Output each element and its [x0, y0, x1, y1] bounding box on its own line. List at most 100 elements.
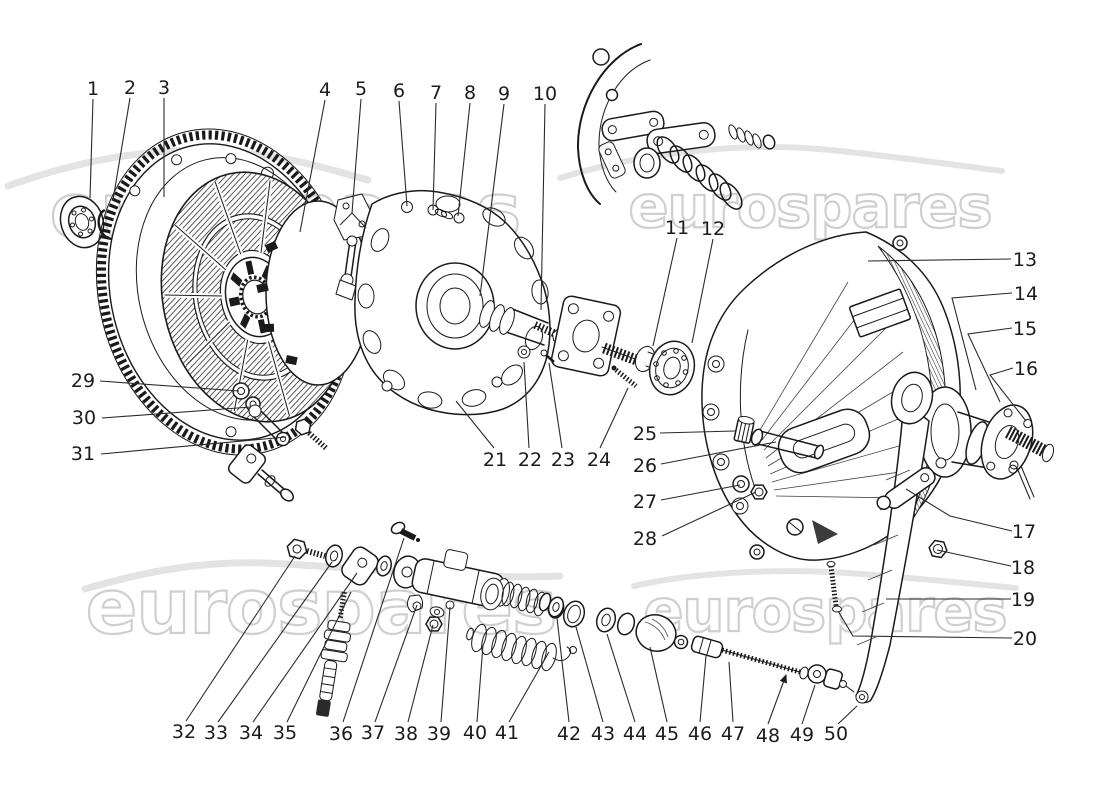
- callout-22: 22: [518, 361, 542, 471]
- callout-12: 12: [691, 218, 725, 344]
- callout-21: 21: [455, 400, 507, 471]
- callout-50: 50: [824, 705, 858, 745]
- input-shaft-stub: [479, 300, 567, 346]
- callout-27: 27: [633, 484, 741, 513]
- part-number: 16: [1014, 358, 1038, 380]
- diagram-artwork: [59, 43, 1055, 717]
- leader-line: [342, 537, 405, 723]
- callout-44: 44: [606, 633, 647, 745]
- watermark-text: eurospares: [628, 172, 991, 241]
- part-number: 8: [464, 82, 476, 104]
- callout-49: 49: [790, 684, 816, 746]
- leader-line: [691, 238, 714, 344]
- part-number: 19: [1011, 589, 1035, 611]
- callout-34: 34: [239, 572, 358, 744]
- eurospares-watermark: eurospares: [631, 568, 1019, 646]
- bleeder-screw: [390, 521, 420, 542]
- leader-line: [252, 572, 358, 723]
- part-number: 1: [87, 78, 99, 100]
- part-number: 40: [463, 722, 487, 744]
- part-number: 4: [319, 79, 331, 101]
- part-number: 18: [1011, 557, 1035, 579]
- part-number: 22: [518, 449, 542, 471]
- small-spring: [728, 124, 762, 149]
- part-number: 33: [204, 722, 228, 744]
- part-number: 37: [361, 722, 385, 744]
- leader-line: [351, 98, 362, 214]
- callout-1: 1: [87, 78, 99, 199]
- part-number: 31: [71, 443, 95, 465]
- callout-19: 19: [886, 589, 1035, 611]
- leader-line: [479, 103, 505, 297]
- callout-14: 14: [951, 283, 1038, 391]
- leader-line: [951, 292, 1013, 391]
- callout-48: 48: [756, 673, 787, 747]
- leader-line: [99, 380, 240, 392]
- watermark-swoosh: [631, 568, 1019, 591]
- callout-26: 26: [633, 441, 777, 477]
- part-number: 24: [587, 449, 611, 471]
- callout-37: 37: [361, 604, 418, 744]
- callout-38: 38: [394, 624, 434, 745]
- leader-line: [652, 237, 678, 347]
- callout-33: 33: [204, 561, 333, 744]
- watermark-text: eurospares: [643, 576, 1006, 645]
- part-number: 6: [393, 80, 405, 102]
- front-cover-plate: [354, 189, 551, 416]
- part-number: 35: [273, 722, 297, 744]
- leader-line: [89, 98, 94, 199]
- part-number: 49: [790, 724, 814, 746]
- callout-32: 32: [172, 555, 296, 743]
- leader-line: [767, 673, 787, 725]
- callout-9: 9: [479, 83, 510, 297]
- leader-line: [599, 387, 629, 449]
- leader-line: [660, 441, 777, 465]
- part-number: 46: [688, 723, 712, 745]
- leader-line: [508, 651, 550, 723]
- leader-line: [556, 617, 570, 723]
- part-number: 13: [1013, 249, 1037, 271]
- leader-line: [659, 430, 736, 434]
- leader-line: [398, 100, 408, 207]
- pivot-slot-bracket: [777, 408, 871, 474]
- leader-line: [299, 99, 326, 233]
- leader-line: [837, 610, 1013, 639]
- release-bearing: [648, 340, 696, 396]
- part-number: 10: [533, 83, 557, 105]
- output-shaft-flange: [918, 386, 1055, 500]
- callout-15: 15: [967, 318, 1037, 403]
- leader-line: [699, 655, 707, 723]
- return-spring: [466, 623, 577, 672]
- callout-28: 28: [633, 491, 757, 550]
- leader-line: [185, 555, 296, 722]
- nut-28: [750, 484, 768, 500]
- callout-31: 31: [71, 436, 287, 465]
- callout-30: 30: [72, 406, 252, 429]
- part-number: 28: [633, 528, 657, 550]
- leader-line: [455, 400, 495, 449]
- part-number: 20: [1013, 628, 1037, 650]
- leader-line: [837, 705, 858, 725]
- part-number: 42: [557, 723, 581, 745]
- part-number: 7: [430, 82, 442, 104]
- part-number: 2: [124, 77, 136, 99]
- leader-line: [476, 644, 484, 723]
- pushrod-boot: [316, 591, 351, 717]
- callout-6: 6: [393, 80, 408, 207]
- part-number: 26: [633, 455, 657, 477]
- leader-line: [540, 103, 546, 311]
- washer-27-hole: [737, 480, 745, 488]
- leader-line: [801, 684, 816, 725]
- adjuster-lever: [876, 466, 936, 510]
- part-number: 34: [239, 722, 263, 744]
- part-number: 23: [551, 449, 575, 471]
- part-number: 27: [633, 491, 657, 513]
- leader-line: [432, 102, 437, 211]
- leader-line: [967, 327, 1013, 403]
- callout-42: 42: [556, 617, 581, 745]
- callout-13: 13: [867, 249, 1037, 271]
- part-number: 38: [394, 723, 418, 745]
- eurospares-watermark: eurospares: [557, 144, 1005, 242]
- part-number: 17: [1012, 521, 1036, 543]
